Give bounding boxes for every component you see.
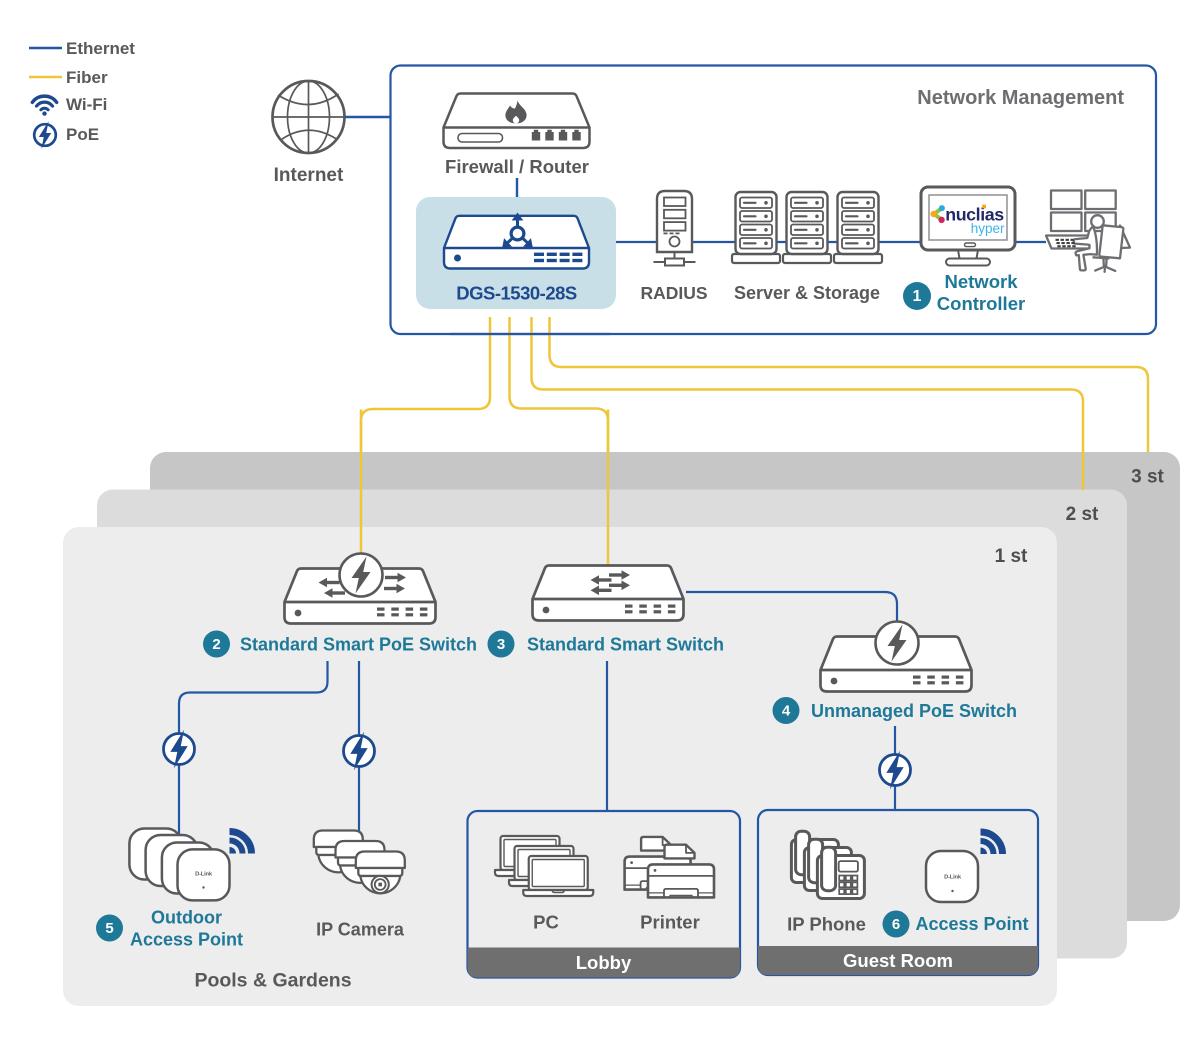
svg-text:Guest Room: Guest Room — [843, 950, 953, 971]
svg-text:Access Point: Access Point — [915, 914, 1028, 934]
svg-text:Firewall / Router: Firewall / Router — [445, 156, 589, 177]
svg-text:RADIUS: RADIUS — [640, 283, 707, 303]
svg-text:2: 2 — [212, 636, 220, 653]
svg-text:PC: PC — [533, 912, 559, 933]
svg-text:Server & Storage: Server & Storage — [734, 283, 880, 303]
svg-text:Access Point: Access Point — [130, 930, 243, 950]
svg-text:PoE: PoE — [66, 125, 99, 144]
svg-text:4: 4 — [782, 703, 791, 720]
svg-text:Standard Smart Switch: Standard Smart Switch — [527, 635, 724, 655]
svg-text:Printer: Printer — [640, 912, 700, 933]
svg-text:Fiber: Fiber — [66, 68, 108, 87]
svg-text:1: 1 — [913, 288, 922, 305]
svg-text:D-Link: D-Link — [195, 872, 213, 878]
svg-text:6: 6 — [892, 916, 900, 933]
svg-text:5: 5 — [105, 920, 113, 937]
svg-text:Controller: Controller — [937, 293, 1025, 314]
svg-text:DGS-1530-28S: DGS-1530-28S — [456, 283, 577, 304]
svg-text:Internet: Internet — [274, 165, 344, 186]
svg-text:1 st: 1 st — [995, 546, 1028, 567]
svg-text:2 st: 2 st — [1066, 504, 1099, 525]
svg-text:IP Phone: IP Phone — [787, 914, 866, 935]
svg-text:Ethernet: Ethernet — [66, 39, 135, 58]
svg-text:Outdoor: Outdoor — [151, 908, 222, 928]
svg-text:nuclias: nuclias — [945, 205, 1004, 225]
svg-text:Unmanaged PoE Switch: Unmanaged PoE Switch — [811, 701, 1017, 721]
svg-text:Lobby: Lobby — [576, 952, 632, 973]
svg-text:IP Camera: IP Camera — [316, 920, 405, 940]
svg-text:D-Link: D-Link — [944, 875, 962, 881]
svg-text:Standard Smart PoE Switch: Standard Smart PoE Switch — [240, 635, 477, 655]
svg-text:Pools & Gardens: Pools & Gardens — [194, 970, 351, 992]
svg-text:Wi-Fi: Wi-Fi — [66, 95, 107, 114]
svg-text:3 st: 3 st — [1131, 467, 1164, 488]
svg-text:hyper: hyper — [971, 221, 1005, 236]
svg-text:Network: Network — [945, 271, 1019, 292]
svg-text:3: 3 — [497, 636, 505, 653]
svg-text:Network Management: Network Management — [917, 87, 1124, 109]
